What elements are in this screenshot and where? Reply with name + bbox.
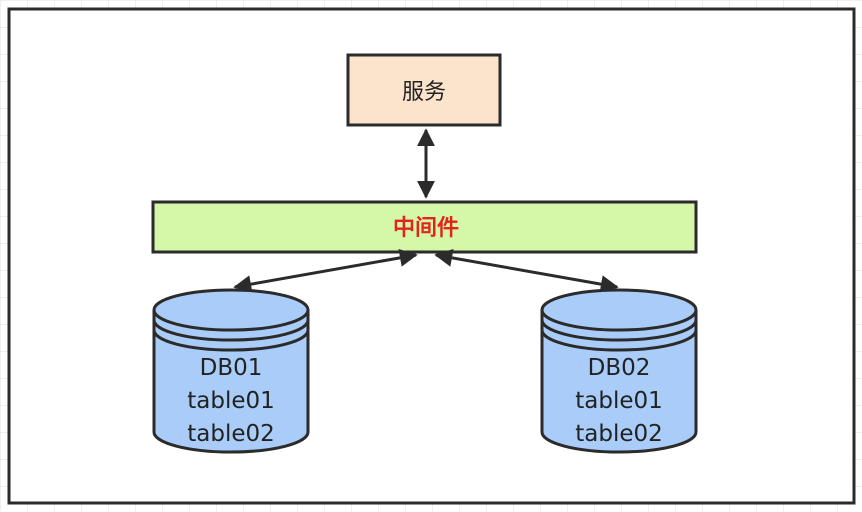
db01-table-2: table02 — [187, 421, 275, 447]
middleware-db02-arrow — [434, 248, 619, 294]
db02-body — [540, 310, 698, 454]
db01-name: DB01 — [200, 355, 263, 381]
service-box — [346, 53, 502, 127]
db02-cylinder: DB02 table01 table02 — [540, 288, 698, 454]
middleware-box — [151, 200, 698, 254]
db02-ring-1 — [540, 319, 698, 342]
middleware-label: 中间件 — [393, 216, 459, 241]
middleware-node: 中间件 — [151, 200, 698, 254]
middleware-db01-arrow — [233, 248, 418, 294]
db01-top — [152, 288, 310, 332]
db02-top — [540, 288, 698, 332]
db02-table-2: table02 — [575, 421, 663, 447]
db01-cylinder: DB01 table01 table02 — [152, 288, 310, 454]
db02-table-1: table01 — [575, 388, 663, 414]
db02-name: DB02 — [588, 355, 651, 381]
db01-ring-1 — [152, 319, 310, 342]
db02-ring-2 — [540, 329, 698, 352]
db01-table-1: table01 — [187, 388, 275, 414]
db01-body — [152, 310, 310, 454]
service-label: 服务 — [402, 80, 446, 105]
service-node: 服务 — [346, 53, 502, 127]
db01-ring-2 — [152, 329, 310, 352]
